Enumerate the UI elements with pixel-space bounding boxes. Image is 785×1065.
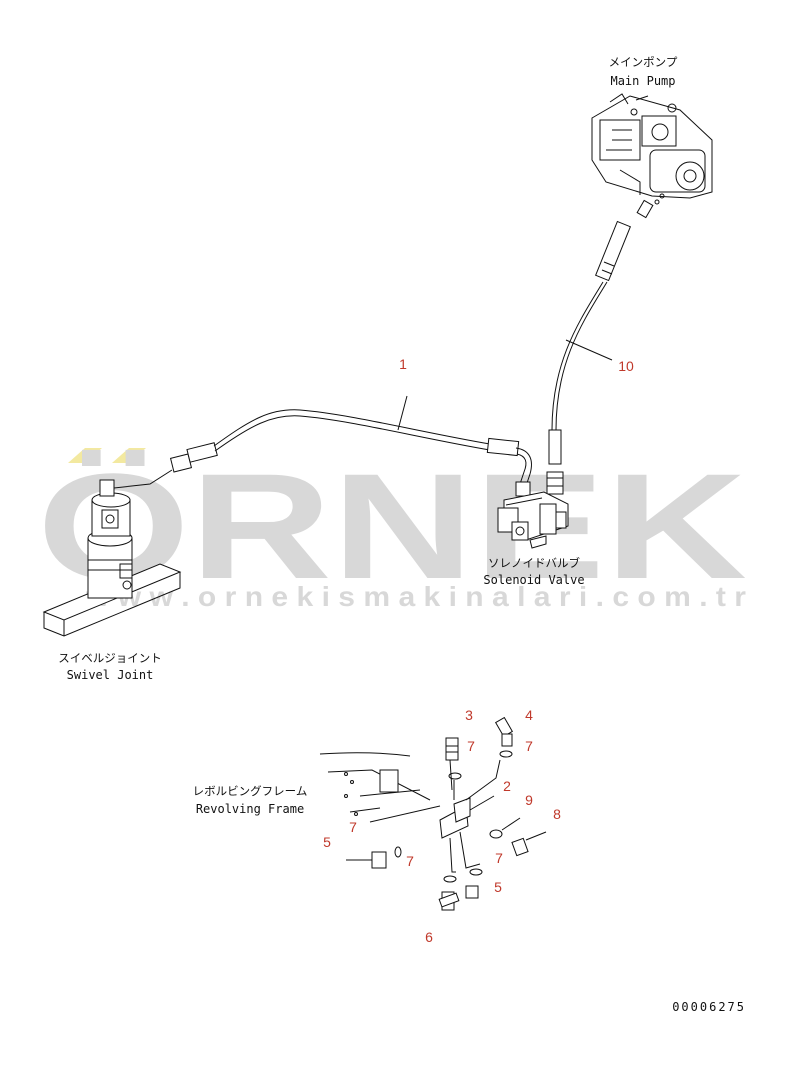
callouts: 1 10 3 4 7 7 2 9 8 7 5 7 7 5 6 — [323, 356, 634, 945]
main-pump-label-en: Main Pump — [610, 74, 675, 88]
elbow-6 — [438, 891, 460, 911]
fitting-3 — [445, 737, 459, 761]
solenoid-valve — [497, 491, 569, 549]
plug-5-left — [346, 851, 387, 869]
revolving-frame-label-en: Revolving Frame — [196, 802, 304, 816]
leader-lines — [397, 339, 613, 811]
callout-1: 1 — [399, 356, 407, 372]
callout-3: 3 — [465, 707, 473, 723]
washer-9 — [489, 817, 521, 839]
watermark: ÖRNEK w w w . o r n e k i s m a k i n a … — [37, 442, 747, 612]
callout-10: 10 — [618, 358, 634, 374]
callout-8: 8 — [553, 806, 561, 822]
callout-7: 7 — [495, 850, 503, 866]
revolving-frame — [319, 752, 441, 823]
main-pump — [591, 93, 713, 199]
callout-5: 5 — [494, 879, 502, 895]
watermark-accent — [68, 448, 146, 463]
callout-9: 9 — [525, 792, 533, 808]
swivel-joint — [42, 469, 182, 637]
drawing-number: 00006275 — [672, 1000, 746, 1014]
callout-5: 5 — [323, 834, 331, 850]
label-revolving-frame: レボルビングフレーム Revolving Frame — [193, 784, 308, 816]
callout-7: 7 — [406, 853, 414, 869]
callout-7: 7 — [349, 819, 357, 835]
label-swivel-joint: スイベルジョイント Swivel Joint — [58, 651, 162, 682]
swivel-joint-label-jp: スイベルジョイント — [58, 651, 162, 665]
swivel-joint-label-en: Swivel Joint — [67, 668, 154, 682]
hose-10 — [546, 220, 632, 495]
callout-7: 7 — [525, 738, 533, 754]
solenoid-valve-label-jp: ソレノイドバルブ — [488, 556, 580, 570]
callout-6: 6 — [425, 929, 433, 945]
callout-4: 4 — [525, 707, 533, 723]
watermark-url: w w w . o r n e k i s m a k i n a l a r … — [85, 581, 746, 612]
label-main-pump: メインポンプ Main Pump — [609, 55, 678, 88]
main-pump-label-jp: メインポンプ — [609, 55, 678, 69]
solenoid-valve-label-en: Solenoid Valve — [483, 573, 584, 587]
callout-2: 2 — [503, 778, 511, 794]
hose-1 — [169, 409, 532, 497]
pump-fitting — [636, 193, 665, 219]
revolving-frame-label-jp: レボルビングフレーム — [193, 784, 308, 798]
plug-5-bottom — [465, 885, 479, 899]
block-assembly — [439, 759, 501, 873]
bolt-8 — [511, 831, 547, 857]
o-ring — [394, 750, 513, 883]
callout-7: 7 — [467, 738, 475, 754]
fitting-4 — [494, 716, 514, 747]
label-solenoid-valve: ソレノイドバルブ Solenoid Valve — [483, 556, 584, 587]
